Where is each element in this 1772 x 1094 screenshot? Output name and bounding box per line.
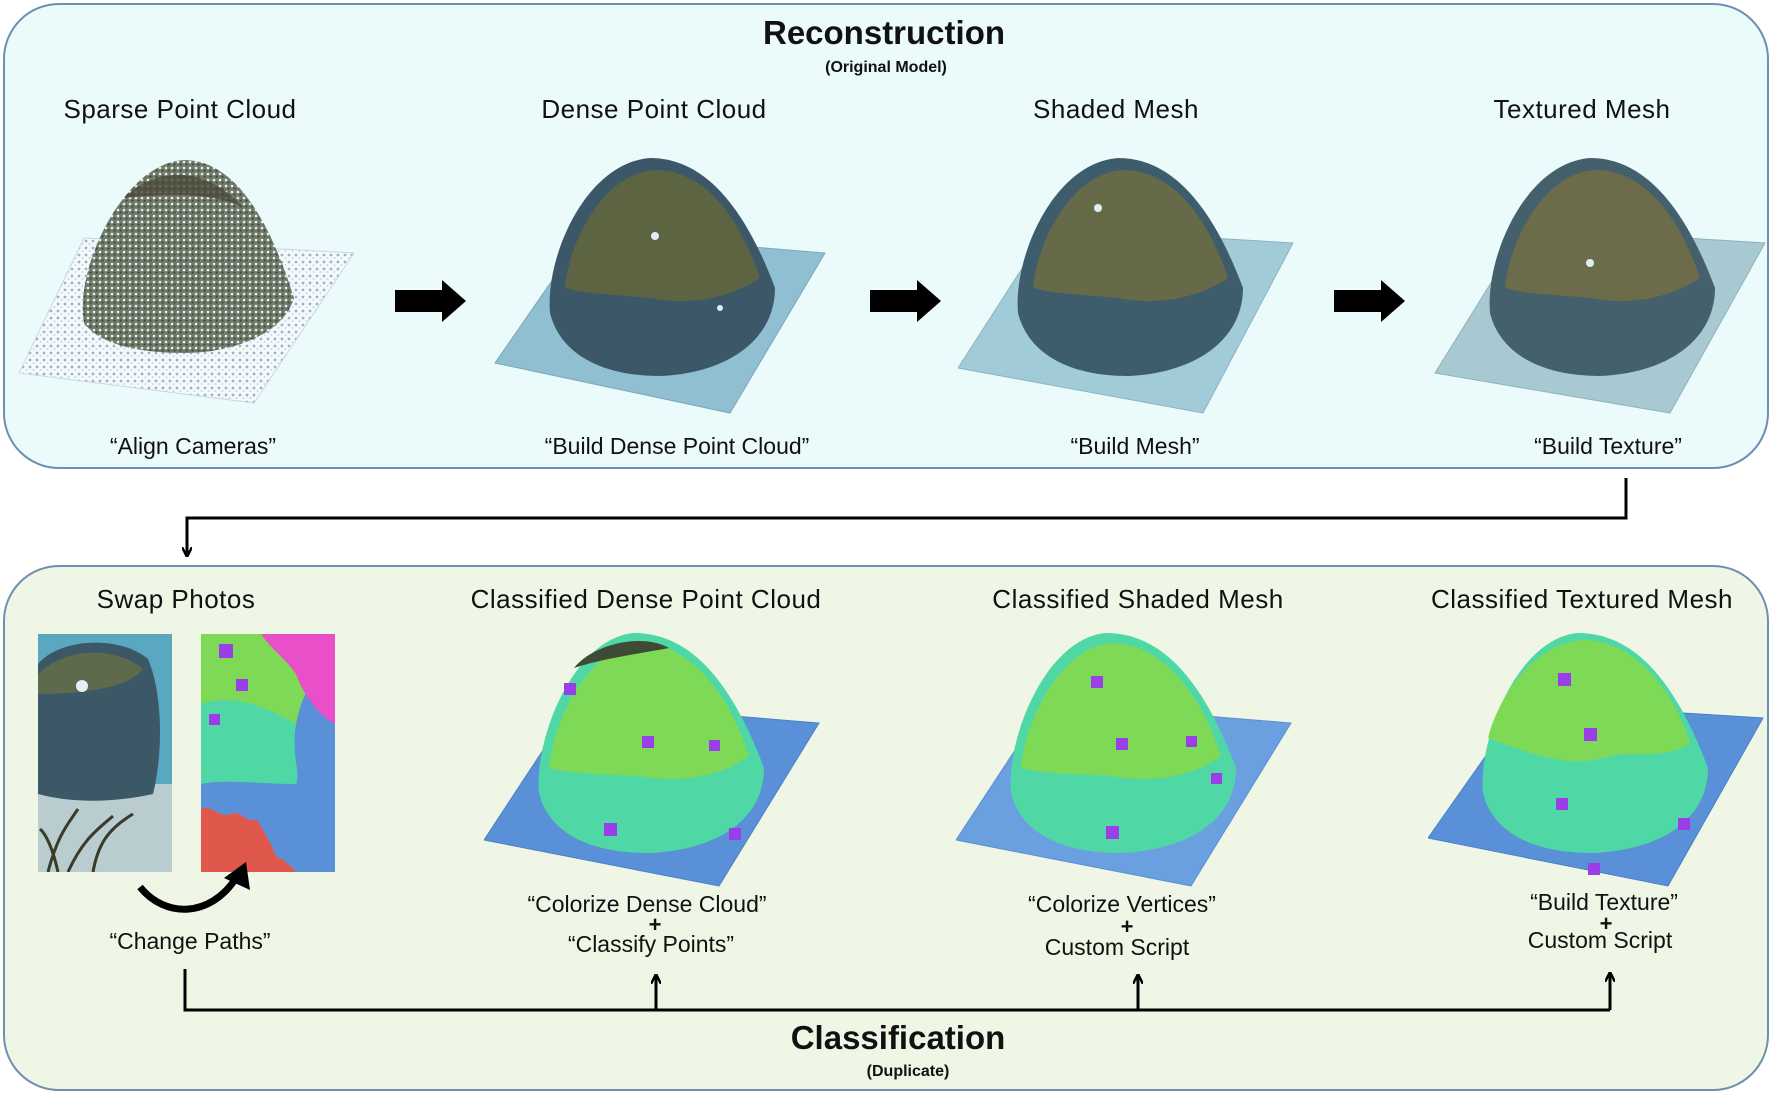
swap-curved-arrowhead bbox=[224, 862, 250, 890]
command-build-texture: “Build Texture” bbox=[1534, 433, 1682, 459]
command-align-cameras: “Align Cameras” bbox=[109, 433, 277, 459]
original-photo-image bbox=[38, 634, 172, 872]
sparse-point-cloud-image bbox=[18, 160, 355, 404]
flow-arrow-3 bbox=[1334, 280, 1405, 322]
classified-shaded-mesh-image bbox=[956, 633, 1292, 887]
reconstruction-title: Reconstruction bbox=[762, 14, 1006, 51]
stage-label-classified-shaded-mesh: Classified Shaded Mesh bbox=[992, 584, 1284, 614]
command-classify-points: “Classify Points” bbox=[567, 931, 735, 957]
flow-arrow-1 bbox=[395, 280, 466, 322]
plus-sign-shaded: + bbox=[1120, 914, 1134, 939]
stage-label-classified-textured-mesh: Classified Textured Mesh bbox=[1431, 584, 1733, 614]
stage-label-dense-point-cloud: Dense Point Cloud bbox=[541, 94, 767, 124]
stage-label-classified-dense-point-cloud: Classified Dense Point Cloud bbox=[470, 584, 822, 614]
command-change-paths: “Change Paths” bbox=[109, 928, 271, 954]
classified-textured-mesh-image bbox=[1428, 633, 1764, 887]
classification-title: Classification bbox=[790, 1019, 1006, 1056]
classified-photo-image bbox=[201, 634, 335, 872]
command-colorize-dense-cloud: “Colorize Dense Cloud” bbox=[527, 891, 767, 917]
panel-connector-arrow bbox=[187, 478, 1628, 555]
reconstruction-panel bbox=[3, 3, 1769, 469]
classified-dense-point-cloud-image bbox=[484, 633, 820, 887]
stage-label-swap-photos: Swap Photos bbox=[96, 584, 256, 614]
plus-sign-textured: + bbox=[1599, 911, 1613, 936]
command-colorize-vertices: “Colorize Vertices” bbox=[1028, 891, 1216, 917]
swap-curved-arrow bbox=[137, 876, 239, 913]
stage-label-shaded-mesh: Shaded Mesh bbox=[1033, 94, 1199, 124]
command-build-texture-classified: “Build Texture” bbox=[1530, 889, 1678, 915]
classification-bus-line bbox=[183, 969, 1610, 1012]
command-build-mesh: “Build Mesh” bbox=[1070, 433, 1200, 459]
stage-label-sparse-point-cloud: Sparse Point Cloud bbox=[63, 94, 297, 124]
command-custom-script-shaded: Custom Script bbox=[1044, 934, 1190, 960]
stage-label-textured-mesh: Textured Mesh bbox=[1493, 94, 1671, 124]
command-build-dense-point-cloud: “Build Dense Point Cloud” bbox=[544, 433, 810, 459]
shaded-mesh-image bbox=[958, 158, 1294, 414]
flow-arrow-2 bbox=[870, 280, 941, 322]
plus-sign-dense: + bbox=[648, 912, 662, 937]
reconstruction-subtitle: (Original Model) bbox=[825, 59, 947, 76]
command-custom-script-textured: Custom Script bbox=[1527, 927, 1673, 953]
textured-mesh-image bbox=[1434, 158, 1766, 414]
classification-subtitle: (Duplicate) bbox=[866, 1063, 950, 1080]
dense-point-cloud-image bbox=[494, 158, 826, 414]
